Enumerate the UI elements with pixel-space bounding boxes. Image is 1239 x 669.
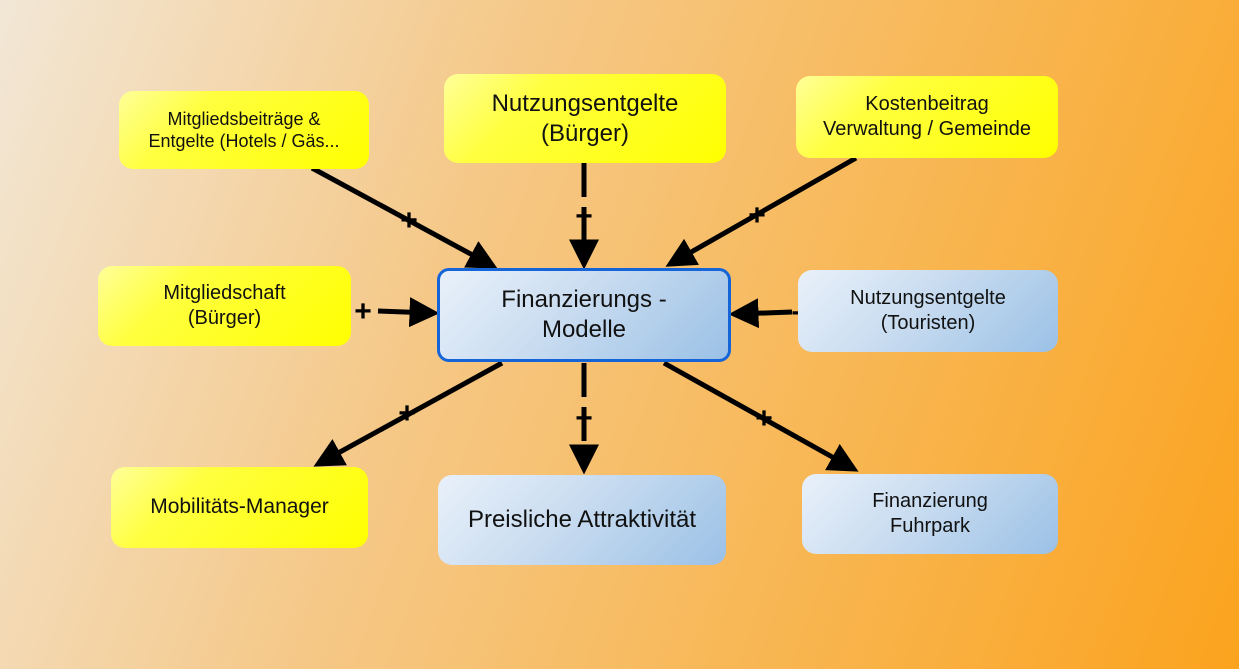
edge-label-kostenbeitrag: + <box>748 199 766 232</box>
edge-finanzierung-fuhrpark <box>662 360 859 472</box>
node-nutzungsentgelte-buerger: Nutzungsentgelte (Bürger) <box>444 74 726 163</box>
node-mobilitaets-manager: Mobilitäts-Manager <box>111 467 368 548</box>
edge-label-preisliche-attraktivitaet: + <box>575 402 593 435</box>
edge-label-nutzungsentgelte-buerger: + <box>575 200 593 233</box>
edge-label-mobilitaets-manager: + <box>398 397 416 430</box>
node-preisliche-attraktivitaet: Preisliche Attraktivität <box>438 475 726 565</box>
edge-label-finanzierung-fuhrpark: + <box>755 402 773 435</box>
edge-nutzungsentgelte-touristen <box>728 298 793 329</box>
node-mitgliedsbeitraege: Mitgliedsbeiträge & Entgelte (Hotels / G… <box>119 91 369 169</box>
node-finanzierung-fuhrpark: Finanzierung Fuhrpark <box>802 474 1058 554</box>
edge-kostenbeitrag <box>665 155 858 267</box>
node-kostenbeitrag: Kostenbeitrag Verwaltung / Gemeinde <box>796 76 1058 158</box>
edge-label-mitgliedsbeitraege: + <box>400 204 418 237</box>
edge-mobilitaets-manager <box>313 360 504 467</box>
edge-mitgliedschaft <box>377 297 440 328</box>
node-finanzierungs-modelle: Finanzierungs - Modelle <box>437 268 731 362</box>
node-mitgliedschaft: Mitgliedschaft (Bürger) <box>98 266 351 346</box>
edge-mitgliedsbeitraege <box>310 165 498 269</box>
node-nutzungsentgelte-touristen: Nutzungsentgelte (Touristen) <box>798 270 1058 352</box>
edge-label-mitgliedschaft: + <box>354 295 372 328</box>
